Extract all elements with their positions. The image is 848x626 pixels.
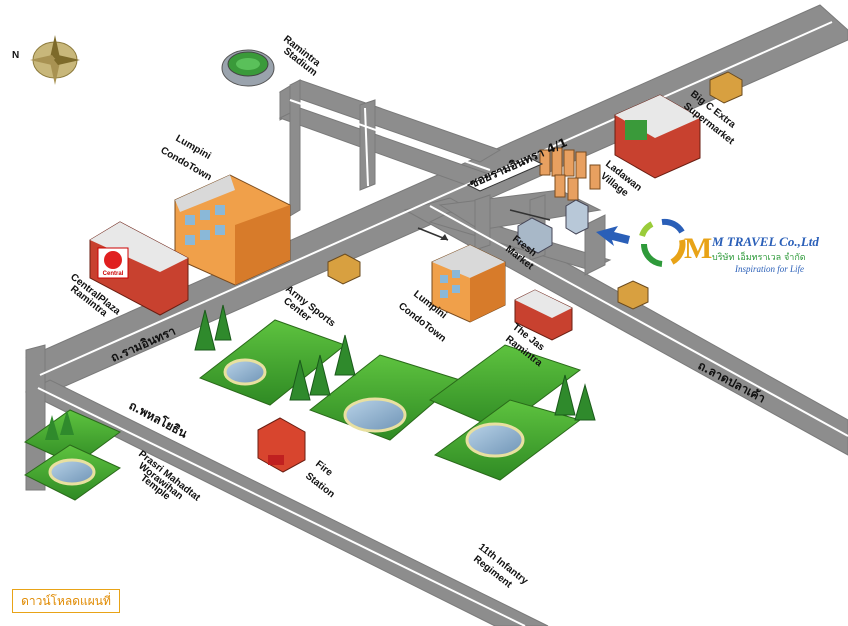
road-lines xyxy=(37,21,848,626)
central-logo-text: Central xyxy=(103,271,124,277)
m-travel-logo-icon: M xyxy=(639,218,712,267)
fire-label-2: Station xyxy=(303,471,336,501)
central-plaza-icon xyxy=(89,221,189,316)
temple-park-icon xyxy=(24,409,121,501)
brand-thai-name: บริษัท เอ็มทราเวล จำกัด xyxy=(712,250,806,263)
stadium-icon xyxy=(221,49,275,87)
brand-name: M TRAVEL Co.,Ltd xyxy=(711,234,819,249)
svg-text:M: M xyxy=(684,232,712,265)
shop-icons xyxy=(327,71,743,310)
park-area-1 xyxy=(198,319,347,406)
park-area-2 xyxy=(308,354,462,441)
lumpini-condo-2-icon xyxy=(431,244,506,323)
direction-arrows xyxy=(417,209,630,246)
fire-station-icon xyxy=(257,417,306,473)
park-area-3 xyxy=(428,344,582,481)
trees xyxy=(194,304,596,421)
lumpini-condo-1-icon xyxy=(174,174,291,286)
soi-sign xyxy=(466,157,544,192)
office-building-icon xyxy=(565,199,589,235)
compass-rose-icon xyxy=(30,35,80,85)
the-jas-icon xyxy=(514,289,573,341)
brand-tagline: Inspiration for Life xyxy=(734,264,804,274)
fresh-market-icon xyxy=(517,217,553,254)
north-label: N xyxy=(12,50,19,61)
big-c-icon xyxy=(614,94,701,179)
download-map-button[interactable]: ดาวน์โหลดแผนที่ xyxy=(12,589,120,613)
ladplakao-road xyxy=(403,197,848,456)
